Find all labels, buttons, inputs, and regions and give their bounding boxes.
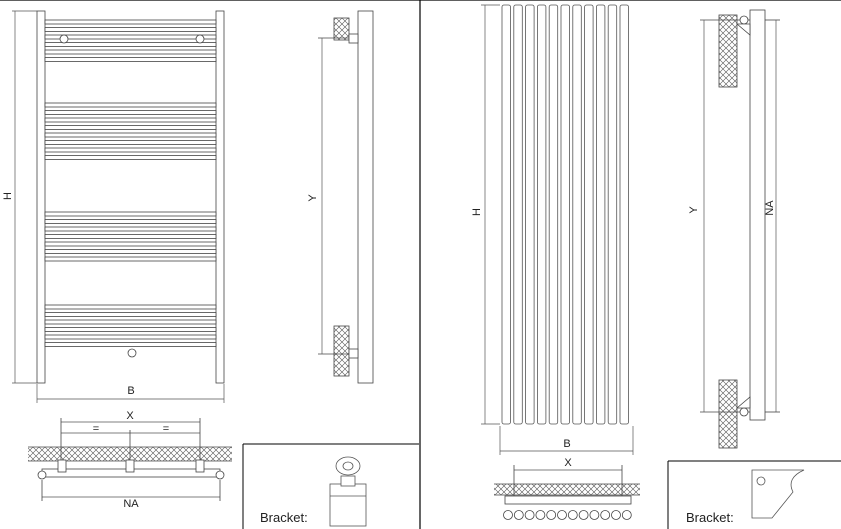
column-tube bbox=[621, 510, 632, 520]
left-bottom-equal-left: = bbox=[93, 423, 99, 435]
towel-bar bbox=[44, 226, 217, 232]
column-tube bbox=[567, 510, 578, 520]
column-tube bbox=[535, 510, 546, 520]
horizontal-bars bbox=[44, 19, 217, 347]
column-tube bbox=[611, 510, 621, 520]
valve-connection-left bbox=[59, 34, 69, 44]
left-height-label: H bbox=[2, 192, 14, 200]
towel-bar bbox=[44, 110, 217, 115]
towel-bar bbox=[44, 132, 217, 138]
left-bottom-x-label: X bbox=[126, 410, 134, 422]
column-tube bbox=[557, 510, 567, 520]
right-width-dimension bbox=[499, 426, 634, 455]
right-height-dimension bbox=[481, 4, 500, 425]
right-side-na-label: NA bbox=[764, 200, 776, 216]
left-side-view bbox=[318, 10, 374, 384]
towel-bar bbox=[44, 342, 217, 347]
left-rail bbox=[36, 10, 46, 384]
valve-connection-right bbox=[195, 34, 205, 44]
towel-bar bbox=[44, 155, 217, 160]
radiator-column bbox=[619, 4, 629, 425]
right-bottom-x-label: X bbox=[564, 457, 572, 469]
towel-bar bbox=[44, 319, 217, 325]
towel-bar bbox=[44, 147, 217, 153]
column-tube bbox=[600, 510, 611, 520]
left-bracket-box bbox=[242, 443, 419, 529]
radiator-column bbox=[537, 4, 547, 425]
column-tube bbox=[578, 510, 589, 520]
right-height-label: H bbox=[471, 208, 483, 216]
towel-bar bbox=[44, 234, 217, 239]
column-tube bbox=[546, 510, 557, 520]
right-bracket-box bbox=[667, 460, 841, 529]
towel-bar bbox=[44, 304, 217, 310]
towel-bar bbox=[44, 34, 217, 40]
towel-bar bbox=[44, 42, 217, 47]
towel-bar bbox=[44, 19, 217, 25]
left-front-view bbox=[36, 10, 225, 384]
right-side-y-label: Y bbox=[688, 206, 700, 214]
towel-bar bbox=[44, 57, 217, 62]
radiator-column bbox=[560, 4, 570, 425]
column-tube bbox=[513, 510, 524, 520]
radiator-column bbox=[607, 4, 618, 425]
towel-bar bbox=[44, 327, 217, 332]
right-panel: H B X bbox=[471, 4, 841, 529]
left-width-label: B bbox=[127, 385, 134, 397]
left-bracket-caption: Bracket: bbox=[260, 510, 308, 525]
towel-bar bbox=[44, 125, 217, 130]
radiator-column bbox=[501, 4, 511, 425]
towel-bar bbox=[44, 27, 217, 32]
left-bottom-view bbox=[28, 418, 232, 501]
radiator-column bbox=[525, 4, 535, 425]
towel-bar bbox=[44, 211, 217, 217]
right-bracket-caption: Bracket: bbox=[686, 510, 734, 525]
towel-bar bbox=[44, 256, 217, 262]
towel-bar bbox=[44, 249, 217, 254]
towel-bar bbox=[44, 102, 217, 108]
bracket-icon bbox=[751, 469, 805, 519]
column-tubes-plan bbox=[503, 510, 632, 520]
towel-bar bbox=[44, 219, 217, 224]
left-side-y-label: Y bbox=[307, 194, 319, 202]
column-tube bbox=[589, 510, 600, 520]
column-tube bbox=[524, 510, 535, 520]
radiator-column bbox=[596, 4, 606, 425]
right-side-view bbox=[700, 9, 780, 449]
towel-bar bbox=[44, 49, 217, 55]
towel-bar bbox=[44, 312, 217, 317]
left-height-dimension bbox=[12, 10, 37, 384]
radiator-column bbox=[513, 4, 523, 425]
towel-bar bbox=[44, 241, 217, 247]
left-bottom-equal-right: = bbox=[163, 423, 169, 435]
bracket-icon bbox=[329, 456, 367, 527]
right-rail bbox=[215, 10, 225, 384]
radiator-column bbox=[548, 4, 559, 425]
radiator-column bbox=[572, 4, 582, 425]
drain-connection bbox=[127, 348, 137, 358]
right-width-label: B bbox=[563, 438, 570, 450]
towel-bar bbox=[44, 334, 217, 340]
left-width-dimension bbox=[36, 384, 225, 403]
radiator-column bbox=[584, 4, 594, 425]
left-bottom-na-label: NA bbox=[123, 498, 139, 510]
column-tube bbox=[503, 510, 513, 520]
right-front-view bbox=[501, 4, 629, 425]
right-bottom-view bbox=[494, 465, 640, 520]
towel-bar bbox=[44, 140, 217, 145]
towel-bar bbox=[44, 117, 217, 123]
left-panel: H B Y bbox=[2, 10, 419, 529]
